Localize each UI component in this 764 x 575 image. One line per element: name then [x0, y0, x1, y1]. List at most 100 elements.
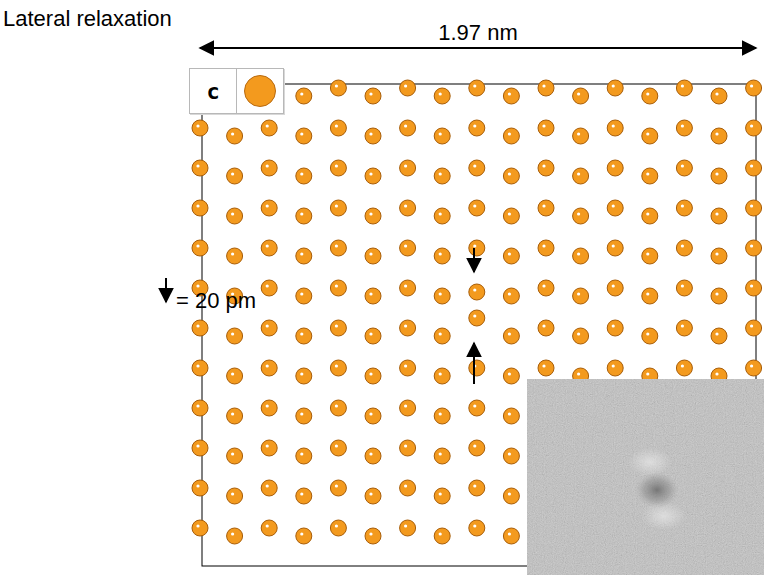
- atom-highlight: [473, 124, 476, 127]
- atom: [434, 208, 450, 224]
- atom-highlight: [439, 92, 442, 95]
- atom-highlight: [715, 292, 718, 295]
- atom-highlight: [473, 164, 476, 167]
- atom-highlight: [715, 252, 718, 255]
- atom-highlight: [369, 212, 372, 215]
- atom-highlight: [542, 284, 545, 287]
- atom: [296, 328, 312, 344]
- atom-highlight: [508, 452, 511, 455]
- atom-highlight: [439, 452, 442, 455]
- atom: [469, 120, 485, 136]
- atom-highlight: [542, 84, 545, 87]
- atom: [607, 320, 623, 336]
- atom-highlight: [196, 164, 199, 167]
- atom: [330, 480, 346, 496]
- atom-highlight: [231, 252, 234, 255]
- atom: [469, 400, 485, 416]
- atom-highlight: [612, 364, 615, 367]
- atom: [365, 88, 381, 104]
- atom: [400, 520, 416, 536]
- atom: [400, 160, 416, 176]
- atom: [261, 120, 277, 136]
- atom-highlight: [266, 164, 269, 167]
- stm-inset: [527, 379, 764, 575]
- atom: [261, 320, 277, 336]
- atom-highlight: [508, 172, 511, 175]
- atom-highlight: [300, 92, 303, 95]
- atom-highlight: [508, 492, 511, 495]
- atom: [642, 328, 658, 344]
- atom-highlight: [577, 332, 580, 335]
- atom: [503, 328, 519, 344]
- atom: [365, 208, 381, 224]
- atom: [711, 288, 727, 304]
- atom: [538, 160, 554, 176]
- atom: [503, 408, 519, 424]
- atom: [330, 160, 346, 176]
- atom-highlight: [196, 244, 199, 247]
- atom-highlight: [335, 84, 338, 87]
- atom: [746, 160, 762, 176]
- atom-highlight: [681, 84, 684, 87]
- atom-highlight: [369, 532, 372, 535]
- atom-highlight: [439, 292, 442, 295]
- atom-highlight: [335, 444, 338, 447]
- atom-highlight: [473, 244, 476, 247]
- atom: [434, 328, 450, 344]
- atom: [642, 88, 658, 104]
- atom: [503, 168, 519, 184]
- atom: [296, 208, 312, 224]
- atom: [227, 248, 243, 264]
- atom-highlight: [335, 124, 338, 127]
- atom: [711, 328, 727, 344]
- atom-highlight: [335, 524, 338, 527]
- atom-highlight: [300, 492, 303, 495]
- scale-label: = 20 pm: [176, 290, 256, 312]
- atom-highlight: [577, 292, 580, 295]
- atom: [469, 80, 485, 96]
- atom: [676, 280, 692, 296]
- atom-highlight: [196, 484, 199, 487]
- atom: [538, 200, 554, 216]
- atom: [434, 368, 450, 384]
- atom: [676, 80, 692, 96]
- atom: [746, 320, 762, 336]
- atom: [711, 248, 727, 264]
- atom-highlight: [473, 524, 476, 527]
- atom: [746, 360, 762, 376]
- atom: [469, 240, 485, 256]
- atom: [469, 480, 485, 496]
- atom-highlight: [196, 404, 199, 407]
- atom-highlight: [439, 532, 442, 535]
- atom-highlight: [715, 172, 718, 175]
- atom-highlight: [612, 284, 615, 287]
- atom-highlight: [612, 124, 615, 127]
- atom-highlight: [750, 244, 753, 247]
- atom-highlight: [508, 132, 511, 135]
- atom-highlight: [750, 324, 753, 327]
- atom-highlight: [681, 164, 684, 167]
- atom-highlight: [439, 372, 442, 375]
- atom-highlight: [577, 212, 580, 215]
- atom: [261, 280, 277, 296]
- atom: [330, 440, 346, 456]
- atom-highlight: [715, 372, 718, 375]
- atom-highlight: [231, 452, 234, 455]
- atom: [261, 160, 277, 176]
- atom-highlight: [681, 284, 684, 287]
- atom-highlight: [508, 92, 511, 95]
- atom-highlight: [646, 292, 649, 295]
- atom-highlight: [473, 204, 476, 207]
- atom-highlight: [196, 524, 199, 527]
- atom: [676, 360, 692, 376]
- atom: [711, 208, 727, 224]
- atom-highlight: [335, 404, 338, 407]
- atom-highlight: [681, 364, 684, 367]
- atom: [400, 280, 416, 296]
- element-symbol: c: [190, 69, 237, 113]
- legend-swatch: [244, 75, 276, 107]
- atom: [192, 480, 208, 496]
- atom: [746, 240, 762, 256]
- atom-highlight: [577, 172, 580, 175]
- atom: [607, 200, 623, 216]
